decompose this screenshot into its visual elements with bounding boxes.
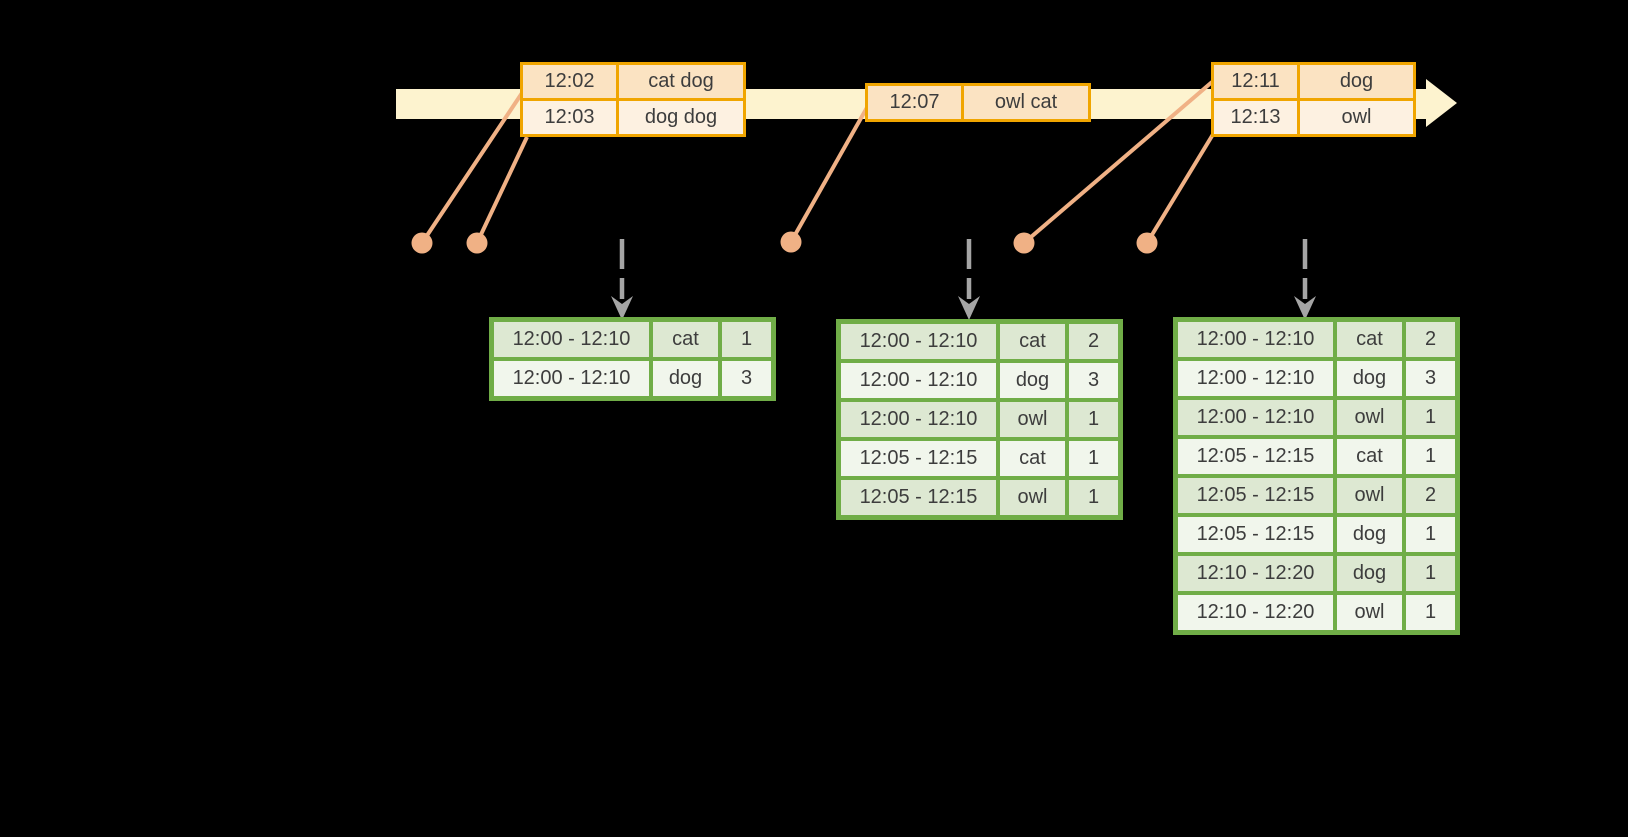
word-cell: dog [996, 359, 1069, 402]
trigger-arrow-icon [958, 239, 980, 320]
count-cell: 1 [1402, 396, 1460, 439]
event-connector-line [789, 103, 871, 243]
table-row: 12:00 - 12:10 owl 1 [1173, 396, 1460, 439]
word-cell: cat [1333, 435, 1406, 478]
event-connector-line [1145, 129, 1217, 245]
event-words-cell: dog dog [616, 98, 746, 137]
word-cell: owl [1333, 474, 1406, 517]
table-row: 12:00 - 12:10 dog 3 [1173, 357, 1460, 400]
event-time-cell: 12:13 [1211, 98, 1300, 137]
window-cell: 12:05 - 12:15 [1173, 474, 1337, 517]
event-time-cell: 12:03 [520, 98, 619, 137]
word-cell: dog [649, 357, 722, 401]
window-cell: 12:00 - 12:10 [1173, 396, 1337, 439]
table-row: 12:00 - 12:10 dog 3 [489, 357, 776, 401]
count-cell: 1 [1065, 398, 1123, 441]
table-row: 12:00 - 12:10 cat 1 [489, 317, 776, 361]
word-cell: owl [1333, 591, 1406, 635]
table-row: 12:05 - 12:15 cat 1 [836, 437, 1123, 480]
word-cell: cat [649, 317, 722, 361]
word-cell: owl [1333, 396, 1406, 439]
count-cell: 2 [1402, 474, 1460, 517]
event-time-cell: 12:02 [520, 62, 619, 101]
word-cell: owl [996, 476, 1069, 520]
table-row: 12:00 - 12:10 cat 2 [836, 319, 1123, 363]
count-cell: 3 [1065, 359, 1123, 402]
count-cell: 1 [1065, 437, 1123, 480]
trigger-arrow-icon [1294, 239, 1316, 320]
count-cell: 2 [1065, 319, 1123, 363]
word-cell: cat [996, 437, 1069, 480]
word-cell: dog [1333, 552, 1406, 595]
window-cell: 12:05 - 12:15 [836, 437, 1000, 480]
table-row: 12:03 dog dog [520, 98, 746, 137]
count-cell: 3 [1402, 357, 1460, 400]
table-row: 12:10 - 12:20 owl 1 [1173, 591, 1460, 635]
event-dot [411, 232, 433, 254]
table-row: 12:13 owl [1211, 98, 1416, 137]
count-cell: 2 [1402, 317, 1460, 361]
word-cell: cat [996, 319, 1069, 363]
count-cell: 1 [1065, 476, 1123, 520]
event-time-cell: 12:11 [1211, 62, 1300, 101]
event-words-cell: owl cat [961, 83, 1091, 122]
table-row: 12:10 - 12:20 dog 1 [1173, 552, 1460, 595]
event-dots [411, 231, 1158, 254]
event-connector-line [420, 88, 526, 245]
event-time-cell: 12:07 [865, 83, 964, 122]
event-words-cell: owl [1297, 98, 1416, 137]
event-dot [1136, 232, 1158, 254]
event-dot [466, 232, 488, 254]
count-cell: 1 [1402, 435, 1460, 478]
table-row: 12:11 dog [1211, 62, 1416, 101]
result-table-2: 12:00 - 12:10 cat 2 12:00 - 12:10 dog 3 … [836, 319, 1123, 520]
window-cell: 12:00 - 12:10 [489, 317, 653, 361]
count-cell: 1 [718, 317, 776, 361]
trigger-arrow-icon [611, 239, 633, 320]
table-row: 12:00 - 12:10 owl 1 [836, 398, 1123, 441]
table-row: 12:05 - 12:15 owl 2 [1173, 474, 1460, 517]
window-cell: 12:00 - 12:10 [836, 359, 1000, 402]
event-table-1: 12:02 cat dog 12:03 dog dog [520, 62, 746, 137]
window-cell: 12:05 - 12:15 [1173, 435, 1337, 478]
window-cell: 12:00 - 12:10 [836, 319, 1000, 363]
table-row: 12:05 - 12:15 cat 1 [1173, 435, 1460, 478]
word-cell: dog [1333, 513, 1406, 556]
window-cell: 12:10 - 12:20 [1173, 552, 1337, 595]
word-cell: owl [996, 398, 1069, 441]
window-cell: 12:05 - 12:15 [836, 476, 1000, 520]
window-cell: 12:00 - 12:10 [489, 357, 653, 401]
word-cell: dog [1333, 357, 1406, 400]
count-cell: 3 [718, 357, 776, 401]
table-row: 12:05 - 12:15 owl 1 [836, 476, 1123, 520]
result-table-3: 12:00 - 12:10 cat 2 12:00 - 12:10 dog 3 … [1173, 317, 1460, 635]
table-row: 12:05 - 12:15 dog 1 [1173, 513, 1460, 556]
window-cell: 12:00 - 12:10 [1173, 317, 1337, 361]
table-row: 12:00 - 12:10 dog 3 [836, 359, 1123, 402]
result-table-1: 12:00 - 12:10 cat 1 12:00 - 12:10 dog 3 [489, 317, 776, 401]
event-dot [780, 231, 802, 253]
window-cell: 12:00 - 12:10 [1173, 357, 1337, 400]
table-row: 12:07 owl cat [865, 83, 1091, 122]
count-cell: 1 [1402, 513, 1460, 556]
window-cell: 12:05 - 12:15 [1173, 513, 1337, 556]
window-cell: 12:10 - 12:20 [1173, 591, 1337, 635]
event-words-cell: dog [1297, 62, 1416, 101]
word-cell: cat [1333, 317, 1406, 361]
event-table-2: 12:07 owl cat [865, 83, 1091, 122]
table-row: 12:02 cat dog [520, 62, 746, 101]
event-dot [1013, 232, 1035, 254]
event-connector-line [475, 136, 529, 244]
window-cell: 12:00 - 12:10 [836, 398, 1000, 441]
event-words-cell: cat dog [616, 62, 746, 101]
event-table-3: 12:11 dog 12:13 owl [1211, 62, 1416, 137]
table-row: 12:00 - 12:10 cat 2 [1173, 317, 1460, 361]
count-cell: 1 [1402, 591, 1460, 635]
count-cell: 1 [1402, 552, 1460, 595]
